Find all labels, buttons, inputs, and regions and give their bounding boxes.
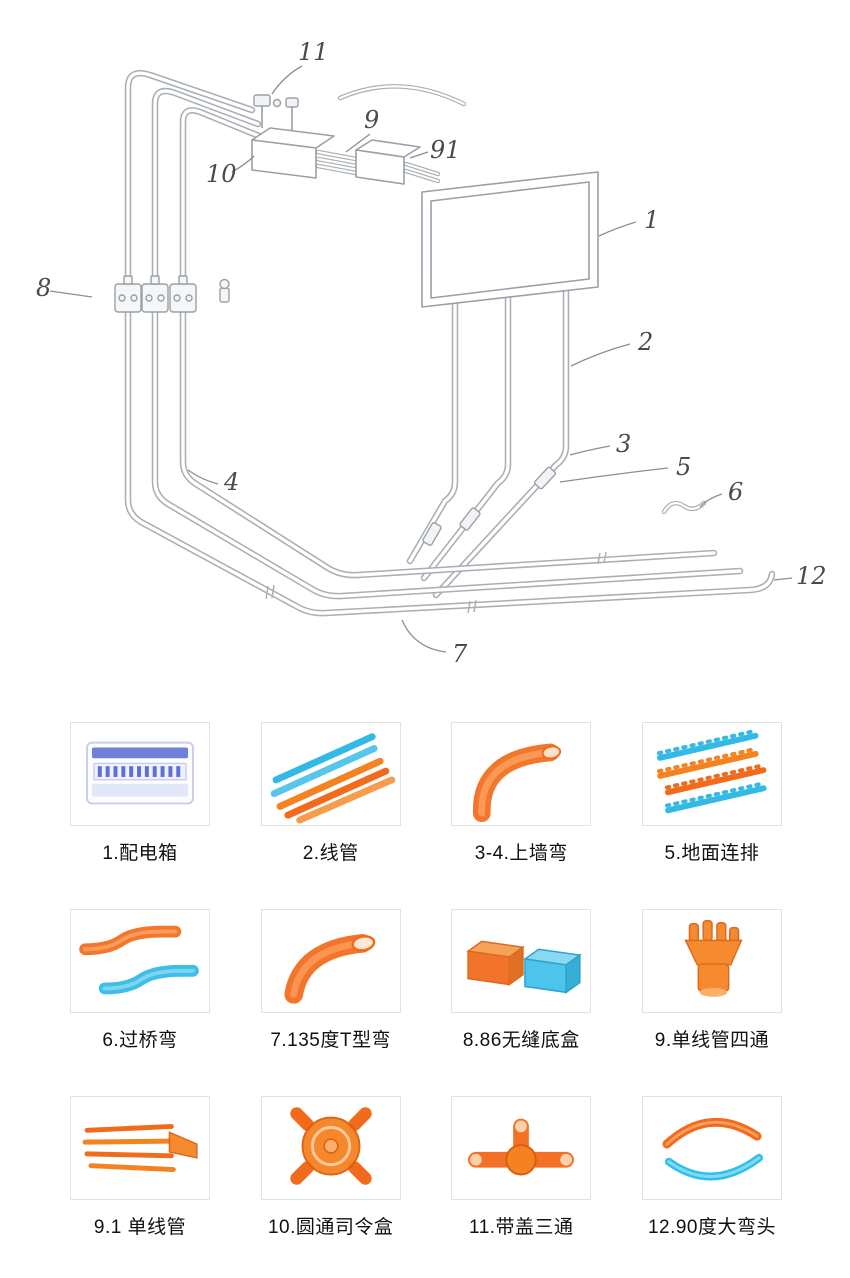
catalog-thumb-12 (641, 1096, 782, 1200)
pipe-seams (265, 551, 607, 614)
catalog-label-2: 2.线管 (302, 843, 359, 864)
large-90-elbow-icon (662, 1117, 763, 1181)
catalog-label-11: 11.带盖三通 (469, 1217, 574, 1238)
callout-4: 4 (223, 468, 239, 496)
catalog-item-8: 9.单线管四通 (641, 909, 782, 1052)
wiring-diagram-svg: 11 9 91 10 1 8 2 3 5 6 12 4 7 (36, 38, 827, 668)
catalog-item-9: 9.1 单线管 (70, 1096, 210, 1239)
catalog-label-1: 1.配电箱 (102, 843, 178, 864)
callout-leaders (49, 65, 793, 653)
distribution-panel (421, 171, 599, 308)
distribution-box-icon (86, 741, 194, 805)
single-conduit-four-way-icon (684, 920, 743, 997)
wall-bend-icon (473, 743, 562, 823)
catalog-item-5: 6.过桥弯 (70, 909, 210, 1052)
catalog-thumb-3 (451, 722, 592, 826)
wiring-diagram: 11 9 91 10 1 8 2 3 5 6 12 4 7 (36, 38, 827, 668)
product-catalog: 1.配电箱 2.线管 3-4.上墙弯 (70, 722, 782, 1239)
catalog-thumb-8 (641, 909, 782, 1013)
catalog-label-8: 9.单线管四通 (654, 1030, 770, 1051)
floor-row-connector-icon (656, 729, 767, 814)
wall-bracket-clamps (114, 275, 230, 313)
callout-91: 91 (430, 136, 461, 164)
catalog-thumb-10 (260, 1096, 401, 1200)
catalog-label-7: 8.86无缝底盒 (462, 1030, 580, 1051)
callout-12: 12 (796, 562, 827, 590)
catalog-item-1: 1.配电箱 (70, 722, 210, 865)
catalog-label-9: 9.1 单线管 (93, 1217, 187, 1238)
inline-couplings (422, 466, 557, 546)
callout-7: 7 (452, 640, 468, 668)
catalog-thumb-7 (451, 909, 592, 1013)
top-junction-assembly (251, 84, 467, 185)
junction-box2-front (355, 149, 405, 185)
junction-box-front (251, 139, 317, 179)
t-bend-135-icon (284, 934, 375, 1004)
catalog-label-4: 5.地面连排 (664, 843, 760, 864)
main-conduit-runs (124, 69, 776, 617)
catalog-label-12: 12.90度大弯头 (647, 1217, 776, 1238)
catalog-item-2: 2.线管 (260, 722, 401, 865)
catalog-item-6: 7.135度T型弯 (260, 909, 401, 1052)
callout-3: 3 (616, 430, 631, 458)
callout-9: 9 (364, 106, 379, 134)
catalog-thumb-1 (70, 722, 210, 826)
catalog-label-6: 7.135度T型弯 (270, 1030, 391, 1051)
conduit-tubes-icon (270, 733, 395, 824)
panel-down-pipes (406, 287, 570, 599)
catalog-label-3: 3-4.上墙弯 (474, 843, 568, 864)
catalog-thumb-6 (260, 909, 401, 1013)
round-junction-box-icon (289, 1107, 372, 1185)
catalog-item-3: 3-4.上墙弯 (451, 722, 592, 865)
callout-numbers: 11 9 91 10 1 8 2 3 5 6 12 4 7 (36, 38, 827, 668)
catalog-thumb-11 (451, 1096, 592, 1200)
catalog-item-10: 10.圆通司令盒 (260, 1096, 401, 1239)
covered-tee-icon (468, 1118, 575, 1176)
seamless-bottom-box-icon (466, 940, 583, 994)
catalog-thumb-2 (260, 722, 401, 826)
callout-1: 1 (644, 206, 659, 234)
catalog-thumb-9 (70, 1096, 210, 1200)
catalog-thumb-4 (641, 722, 782, 826)
catalog-label-5: 6.过桥弯 (102, 1030, 178, 1051)
callout-6: 6 (728, 478, 743, 506)
single-conduit-icon (82, 1123, 198, 1173)
catalog-item-4: 5.地面连排 (641, 722, 782, 865)
bridge-bend-piece (661, 500, 707, 515)
callout-5: 5 (676, 453, 691, 481)
callout-2: 2 (637, 328, 653, 356)
catalog-item-11: 11.带盖三通 (451, 1096, 592, 1239)
callout-8: 8 (36, 274, 51, 302)
catalog-thumb-5 (70, 909, 210, 1013)
catalog-item-12: 12.90度大弯头 (641, 1096, 782, 1239)
bridge-bend-icon (79, 925, 199, 995)
catalog-label-10: 10.圆通司令盒 (267, 1217, 394, 1238)
callout-11: 11 (298, 38, 329, 66)
callout-10: 10 (206, 160, 237, 188)
anchor-screw (219, 287, 230, 303)
catalog-item-7: 8.86无缝底盒 (451, 909, 592, 1052)
